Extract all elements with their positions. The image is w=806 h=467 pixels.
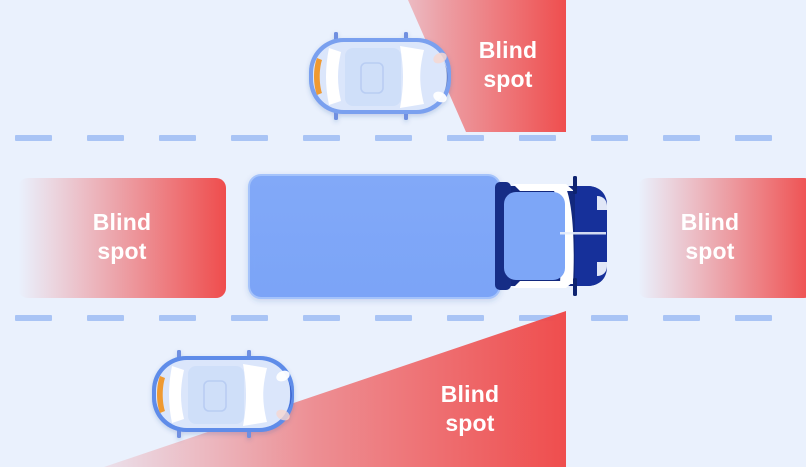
car-upper-rear-light (314, 58, 322, 95)
car-lower-headlight-top (276, 370, 290, 382)
car-lower (152, 350, 294, 438)
upper-lane-divider (15, 135, 772, 141)
truck-roof-strip-top (513, 184, 574, 191)
car-lower-headlight-bottom (276, 409, 290, 421)
car-lower-roof (188, 366, 244, 424)
truck-cab-nose (575, 186, 607, 286)
car-upper-headlight-top (433, 52, 447, 64)
car-upper-front-tip (443, 60, 448, 94)
truck-headlight-top (597, 196, 607, 210)
car-lower-rear-light (157, 376, 165, 413)
truck-headlight-bottom (597, 262, 607, 276)
left-blind-zone (18, 178, 226, 298)
car-upper-sunroof (360, 62, 384, 94)
car-lower-windshield (243, 364, 267, 426)
lower-lane-divider (15, 315, 772, 321)
truck-mirror-bottom (573, 278, 577, 296)
truck-roof-strip-bottom (513, 281, 574, 288)
truck-cab-roof-panel (504, 192, 565, 280)
car-upper-headlight-bottom (433, 91, 447, 103)
truck-cab (495, 176, 607, 296)
car-upper-windshield (400, 46, 424, 108)
truck-mirror-top (573, 176, 577, 194)
car-lower-front-tip (287, 378, 292, 412)
car-upper-roof (345, 48, 401, 106)
car-upper-rear-window (326, 48, 341, 105)
car-lower-sunroof (203, 380, 227, 412)
truck-cab-seam (560, 232, 606, 235)
car-lower-rear-window (169, 366, 184, 423)
truck (248, 174, 607, 299)
truck-trailer (248, 174, 501, 299)
right-blind-zone (638, 178, 806, 298)
car-upper (309, 32, 451, 120)
